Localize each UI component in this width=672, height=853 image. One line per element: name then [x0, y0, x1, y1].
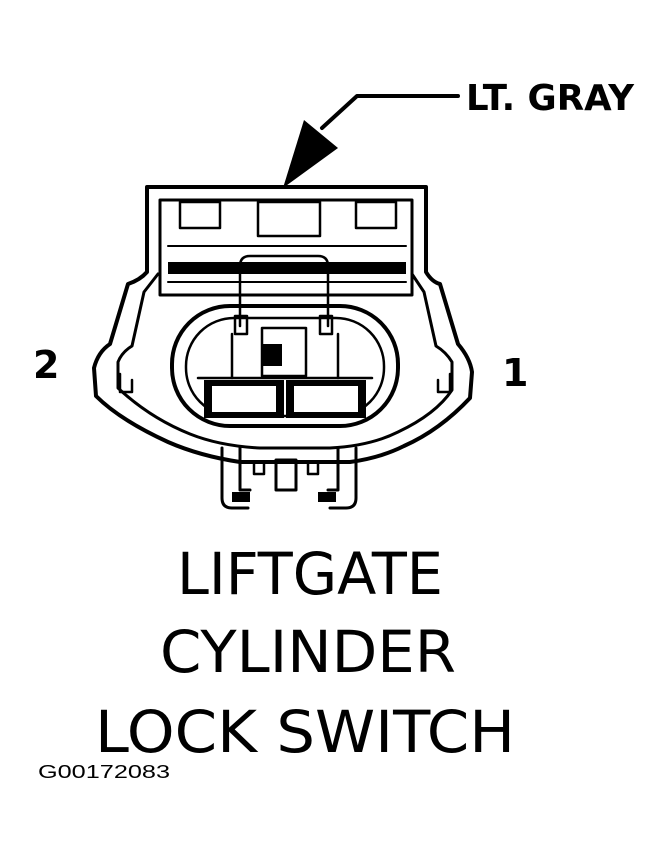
title-line-3: LOCK SWITCH [95, 698, 515, 766]
color-callout-label: LT. GRAY [466, 78, 635, 119]
title-line-1: LIFTGATE [177, 540, 443, 608]
terminal-pin-2 [204, 380, 284, 418]
terminal-cavity [170, 304, 400, 428]
pin-1-label: 1 [502, 351, 528, 395]
callout-arrowhead [283, 120, 338, 188]
callout-leader [283, 94, 460, 188]
figure-code: G00172083 [38, 762, 170, 782]
pin-2-label: 2 [33, 343, 59, 387]
connector-body [92, 185, 474, 464]
latch-band [168, 262, 406, 274]
title-line-2: CYLINDER [160, 618, 456, 686]
terminal-pin-1 [286, 380, 366, 418]
connector-legs [220, 446, 358, 510]
